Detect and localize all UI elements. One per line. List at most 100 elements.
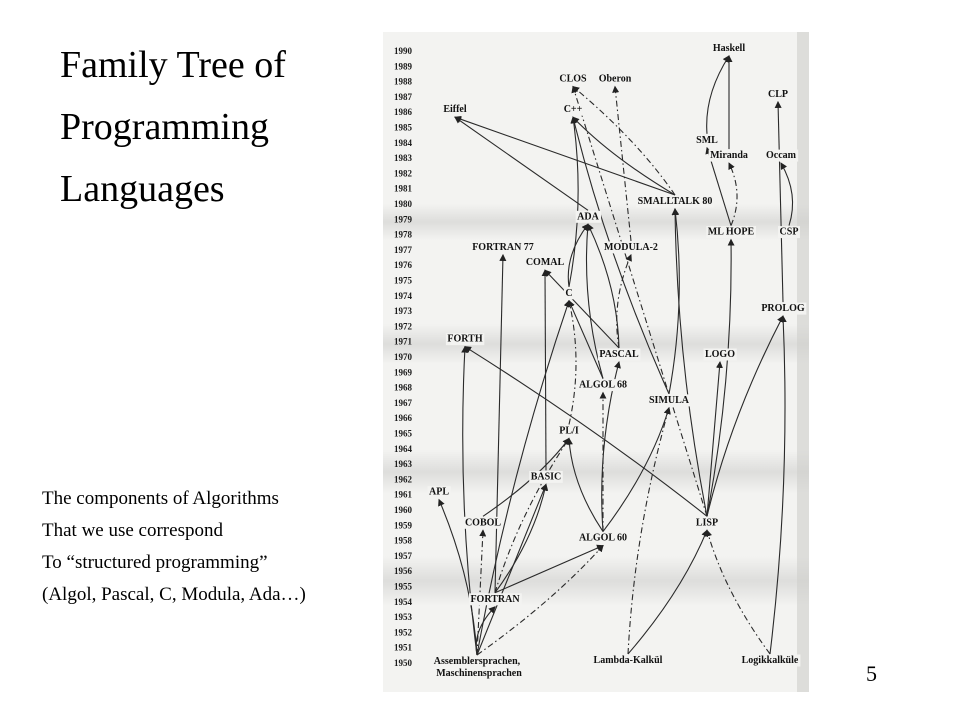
node-lambda: Lambda-Kalkül xyxy=(592,654,665,667)
node-label: Eiffel xyxy=(443,104,467,115)
edge-algol60-to-simula xyxy=(602,406,671,532)
node-label-backing xyxy=(703,348,737,361)
year-label-1967: 1967 xyxy=(394,398,413,408)
node-label-backing xyxy=(577,532,629,545)
node-label-backing xyxy=(529,470,563,483)
node-label: COBOL xyxy=(465,517,501,528)
edge-pl1-to-c xyxy=(566,299,577,425)
node-label-backing xyxy=(434,667,524,680)
body-line-4: (Algol, Pascal, C, Modula, Ada…) xyxy=(42,584,306,605)
node-label: C xyxy=(565,288,572,299)
node-label-backing xyxy=(432,655,523,668)
node-label: ML HOPE xyxy=(708,227,755,238)
year-label-1959: 1959 xyxy=(394,520,413,530)
edge-lambda-to-simula xyxy=(627,406,671,655)
node-pascal: PASCAL xyxy=(597,348,641,361)
node-label: C++ xyxy=(564,104,583,115)
node-sml: SML xyxy=(694,134,720,147)
node-label: ALGOL 60 xyxy=(579,533,627,544)
node-label: PL/I xyxy=(559,426,579,437)
node-label-backing xyxy=(563,287,575,300)
year-label-1975: 1975 xyxy=(394,276,413,286)
node-label: Haskell xyxy=(713,43,745,54)
node-miranda: Miranda xyxy=(708,149,750,162)
node-label: FORTRAN xyxy=(470,594,520,605)
node-label: Assemblersprachen, xyxy=(434,656,521,667)
edge-lisp-to-logo xyxy=(706,361,723,517)
scan-band xyxy=(383,450,809,494)
node-label-backing xyxy=(427,486,451,499)
node-label: PASCAL xyxy=(599,349,639,360)
node-maschinen: Maschinensprachen xyxy=(434,667,524,680)
page-number: 5 xyxy=(866,661,877,686)
node-oberon: Oberon xyxy=(597,73,634,86)
edge-pascal-to-modula2 xyxy=(616,253,632,349)
family-tree-diagram: 1990198919881987198619851984198319821981… xyxy=(383,32,809,692)
edge-algol68-to-ada xyxy=(584,223,604,379)
year-label-1958: 1958 xyxy=(394,536,413,546)
year-label-1969: 1969 xyxy=(394,367,413,377)
node-haskell: Haskell xyxy=(711,42,747,55)
title-line-1: Family Tree of xyxy=(60,44,286,86)
node-label: CSP xyxy=(780,227,799,238)
edge-pascal-to-comal xyxy=(544,269,620,349)
node-label: SIMULA xyxy=(649,395,690,406)
edge-assembler-to-c xyxy=(476,299,571,656)
edge-assembler-to-apl xyxy=(438,498,478,656)
node-simula: SIMULA xyxy=(647,394,692,407)
year-label-1981: 1981 xyxy=(394,184,413,194)
node-label: MODULA-2 xyxy=(604,242,658,253)
year-label-1982: 1982 xyxy=(394,168,413,178)
year-label-1950: 1950 xyxy=(394,658,413,668)
node-label-backing xyxy=(468,593,522,606)
node-label: COMAL xyxy=(526,257,565,268)
edge-smalltalk80-to-clos xyxy=(572,85,676,196)
body-line-3: To “structured programming” xyxy=(42,552,268,573)
year-label-1980: 1980 xyxy=(394,199,413,209)
edge-logik-to-lisp xyxy=(705,529,771,655)
node-mlhope: ML HOPE xyxy=(706,226,757,239)
node-label-backing xyxy=(524,256,566,269)
node-logik: Logikkalküle xyxy=(740,654,801,667)
edge-assembler-to-cobol xyxy=(476,529,487,656)
node-logo: LOGO xyxy=(703,348,737,361)
node-eiffel: Eiffel xyxy=(441,103,469,116)
year-label-1953: 1953 xyxy=(394,612,413,622)
node-label-backing xyxy=(759,302,807,315)
edge-lisp-to-smalltalk80 xyxy=(671,208,708,517)
node-label: Logikkalküle xyxy=(742,655,799,666)
year-label-1974: 1974 xyxy=(394,291,413,301)
node-prolog: PROLOG xyxy=(759,302,807,315)
edge-fortran-to-fortran77 xyxy=(494,253,507,593)
node-algol60: ALGOL 60 xyxy=(577,532,629,545)
node-label-backing xyxy=(636,195,714,208)
edge-lisp-to-forth xyxy=(464,346,708,517)
edge-assembler-to-basic xyxy=(476,483,547,656)
year-label-1965: 1965 xyxy=(394,429,413,439)
year-label-1979: 1979 xyxy=(394,214,413,224)
node-label-backing xyxy=(463,516,503,529)
year-label-1964: 1964 xyxy=(394,444,413,454)
node-label-backing xyxy=(575,210,602,223)
node-forth: FORTH xyxy=(445,333,485,346)
node-label: BASIC xyxy=(531,471,562,482)
node-pl1: PL/I xyxy=(557,425,581,437)
node-label-backing xyxy=(647,394,692,407)
node-algol68: ALGOL 68 xyxy=(577,379,629,392)
node-label: Occam xyxy=(766,150,797,161)
node-label: LISP xyxy=(696,517,718,528)
edge-lisp-to-prolog xyxy=(706,315,784,517)
node-assembler: Assemblersprachen, xyxy=(432,655,523,668)
node-label: Oberon xyxy=(599,74,632,85)
year-label-1977: 1977 xyxy=(394,245,413,255)
edge-assembler-to-forth xyxy=(461,345,478,656)
node-csp: CSP xyxy=(778,226,800,239)
node-label-backing xyxy=(708,149,750,162)
node-label: ALGOL 68 xyxy=(579,380,627,391)
node-label-backing xyxy=(602,241,660,254)
node-label-backing xyxy=(557,425,581,437)
scan-band xyxy=(383,556,809,606)
title-line-2: Programming xyxy=(60,106,269,148)
year-label-1988: 1988 xyxy=(394,77,413,87)
year-label-1963: 1963 xyxy=(394,459,413,469)
